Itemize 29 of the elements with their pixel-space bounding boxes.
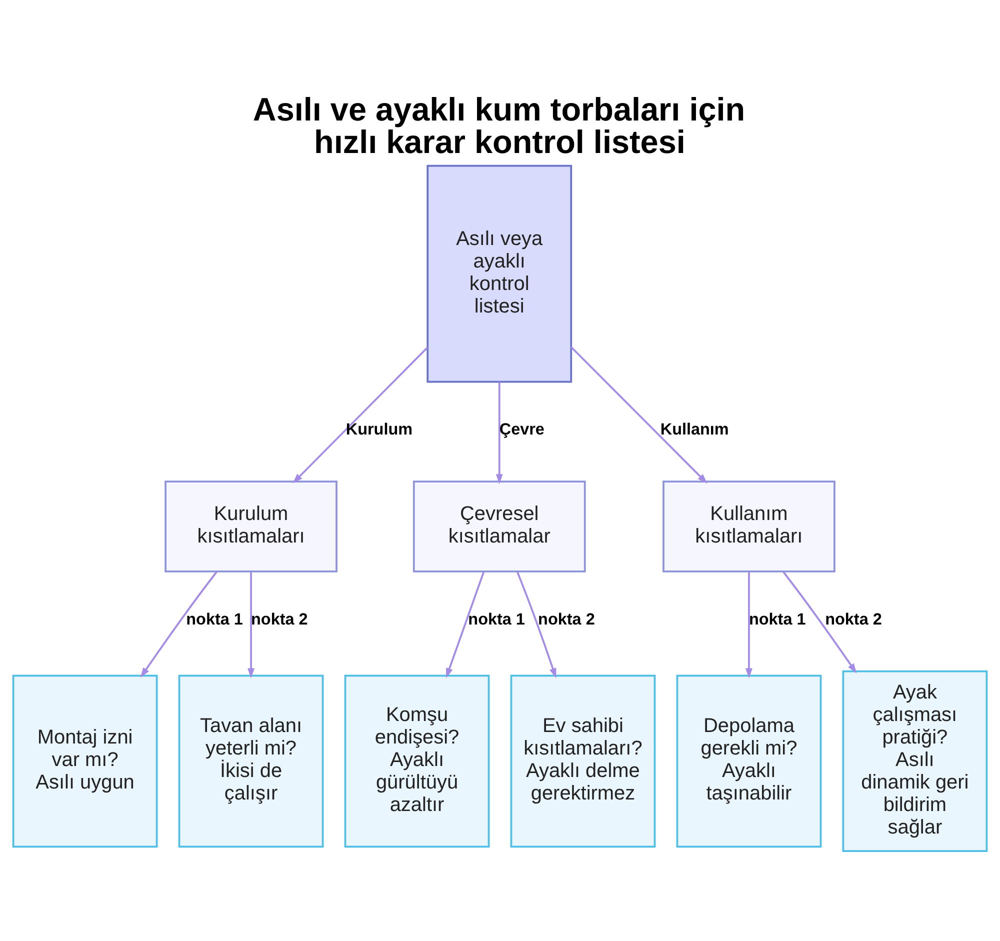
diagram-title: Asılı ve ayaklı kum torbaları için hızlı karar kontrol listesi <box>252 91 746 160</box>
node-box: Kullanım kısıtlamaları <box>662 480 836 572</box>
edge-label: Kullanım <box>660 420 729 438</box>
arrow <box>496 381 503 484</box>
edge-label: nokta 2 <box>825 610 882 628</box>
node-box: Ev sahibi kısıtlamaları? Ayaklı delme gerektirmez <box>510 674 656 848</box>
edge-label: nokta 1 <box>468 610 525 628</box>
arrow <box>570 346 708 484</box>
node-box: Depolama gerekli mi? Ayaklı taşınabilir <box>676 674 822 848</box>
arrow <box>140 570 218 678</box>
node-box: Ayak çalışması pratiği? Asılı dinamik geri bildirim sağlar <box>842 670 988 852</box>
node-box: Komşu endişesi? Ayaklı gürültüyü azaltır <box>344 674 490 848</box>
arrow <box>248 571 255 678</box>
arrow <box>446 571 485 678</box>
arrow <box>292 346 428 483</box>
edge-label: Çevre <box>499 420 544 438</box>
node-box: Montaj izni var mı? Asılı uygun <box>12 674 158 848</box>
arrow <box>745 571 752 678</box>
node-box: Kurulum kısıtlamaları <box>164 480 338 572</box>
edge-label: nokta 1 <box>186 610 243 628</box>
arrow <box>516 570 556 678</box>
edge-label: nokta 2 <box>251 610 308 628</box>
edge-label: Kurulum <box>346 420 413 438</box>
node-box: Çevresel kısıtlamalar <box>412 480 586 572</box>
edge-label: nokta 1 <box>748 610 806 628</box>
node-box: Tavan alanı yeterli mi? İkisi de çalışır <box>178 674 324 848</box>
edge-label: nokta 2 <box>538 610 595 628</box>
node-box: Asılı veya ayaklı kontrol listesi <box>426 164 572 382</box>
arrow <box>782 570 857 673</box>
